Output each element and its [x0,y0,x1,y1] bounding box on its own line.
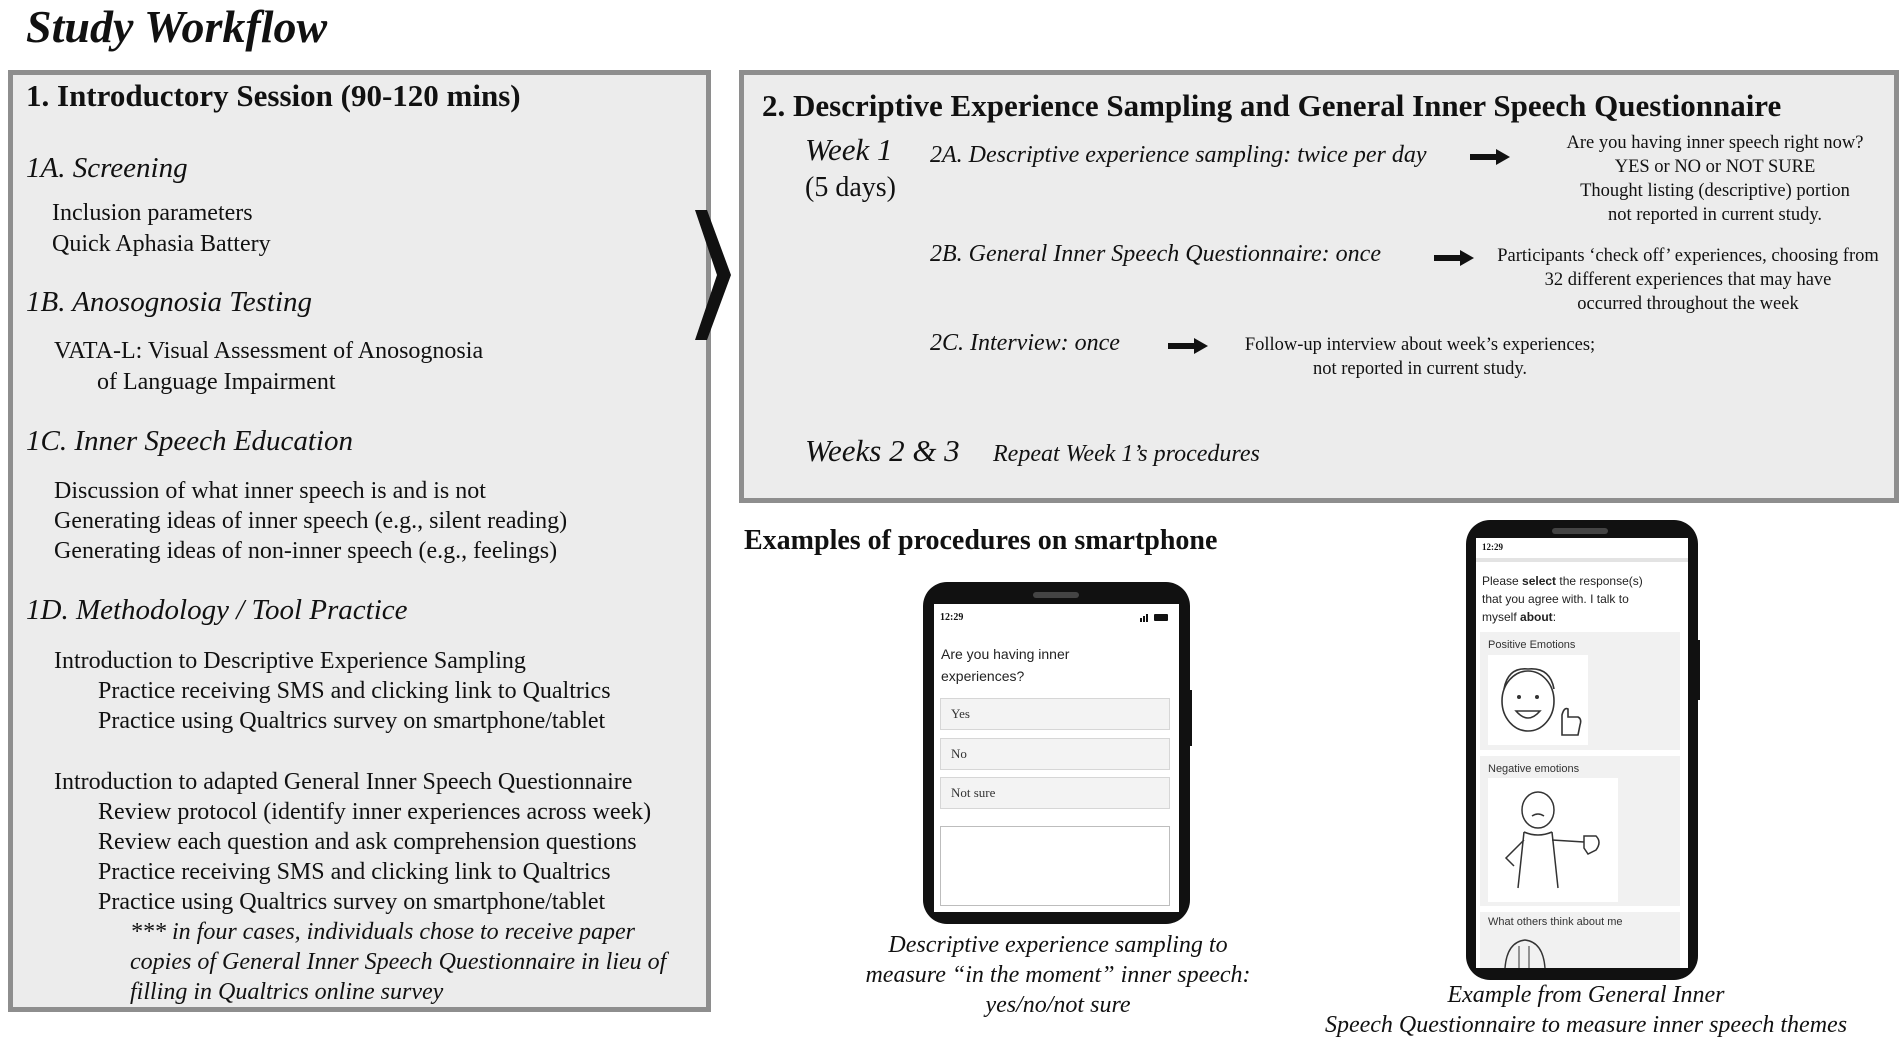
des-intro: Introduction to Descriptive Experience S… [54,648,526,674]
page-title: Study Workflow [26,1,328,52]
prompt-text: : [1552,610,1557,624]
introductory-session-title: 1. Introductory Session (90-120 mins) [26,78,521,113]
chevron-right-icon [695,210,731,340]
signal-battery-icon [1140,614,1168,622]
question-line: Are you having inner [941,646,1070,662]
option-not-sure[interactable]: Not sure [940,777,1170,809]
status-time: 12:29 [940,612,964,623]
thought-figure-icon [1504,939,1546,968]
progress-bar [1476,558,1688,562]
category-label: Negative emotions [1488,763,1580,775]
gisq-practice-item: Review protocol (identify inner experien… [98,799,652,825]
education-item: Generating ideas of non-inner speech (e.… [54,538,558,564]
weeks-2-3-label: Weeks 2 & 3 [805,433,960,468]
category-label: What others think about me [1488,916,1623,928]
education-item: Discussion of what inner speech is and i… [54,478,486,504]
screening-item: Quick Aphasia Battery [52,231,271,257]
prompt-text: myself [1482,610,1521,624]
des-question: Are you having inner experiences? [941,643,1069,687]
outcome-line: Are you having inner speech right now? [1566,133,1864,153]
outcome-line: 32 different experiences that may have [1544,270,1832,290]
step-2a: 2A. Descriptive experience sampling: twi… [930,142,1427,168]
phone-1-caption: Descriptive experience sampling to measu… [818,930,1298,1020]
arrow-right-icon [1434,250,1474,266]
prompt-line: Please select the response(s) [1482,572,1682,590]
weeks-2-3-text: Repeat Week 1’s procedures [993,441,1260,467]
outcome-line: Follow-up interview about week’s experie… [1244,335,1596,355]
education-item: Generating ideas of inner speech (e.g., … [54,508,568,534]
education-heading: 1C. Inner Speech Education [26,425,353,457]
examples-title: Examples of procedures on smartphone [744,525,1218,556]
week-1-days: (5 days) [805,172,896,203]
gisq-practice-item: Practice using Qualtrics survey on smart… [98,889,606,915]
text-area[interactable] [940,826,1170,906]
category-card[interactable] [1480,912,1680,968]
prompt-bold: select [1522,574,1557,588]
caption-line: Descriptive experience sampling to [888,932,1228,958]
screening-heading: 1A. Screening [26,152,188,184]
vata-l-line: VATA-L: Visual Assessment of Anosognosia [54,338,484,364]
option-no[interactable]: No [940,738,1170,770]
outcome-line: YES or NO or NOT SURE [1614,157,1816,177]
des-practice-item: Practice receiving SMS and clicking link… [98,678,611,704]
outcome-line: not reported in current study. [1312,359,1528,379]
screening-item: Inclusion parameters [52,200,253,226]
outcome-line: not reported in current study. [1607,205,1823,225]
caption-line: yes/no/not sure [985,992,1131,1018]
gisq-intro: Introduction to adapted General Inner Sp… [54,769,633,795]
status-time: 12:29 [1482,542,1503,552]
anosognosia-heading: 1B. Anosognosia Testing [26,286,313,318]
vata-l-line: of Language Impairment [97,369,336,395]
phone-speaker [1033,592,1079,598]
arrow-right-icon [1168,338,1208,354]
category-label: Positive Emotions [1488,639,1576,651]
sampling-questionnaire-panel [739,70,1899,503]
phone-side-button [1696,640,1700,700]
outcome-line: Thought listing (descriptive) portion [1580,181,1850,201]
methodology-heading: 1D. Methodology / Tool Practice [26,594,408,626]
phone-side-button [1188,690,1192,746]
caption-line: Speech Questionnaire to measure inner sp… [1324,1012,1848,1038]
sad-figure-thumbs-down-icon [1488,778,1618,902]
prompt-line: that you agree with. I talk to [1482,592,1629,606]
step-2b: 2B. General Inner Speech Questionnaire: … [930,241,1381,267]
phone-2-caption: Example from General Inner Speech Questi… [1296,980,1876,1040]
paper-copies-note: *** in four cases, individuals chose to … [130,919,636,945]
arrow-right-icon [1470,149,1510,165]
step-2c: 2C. Interview: once [930,330,1120,356]
paper-copies-note: filling in Qualtrics online survey [130,979,444,1005]
des-practice-item: Practice using Qualtrics survey on smart… [98,708,606,734]
prompt-text: the response(s) [1556,574,1643,588]
question-line: experiences? [941,668,1025,684]
week-1-label: Week 1 [805,132,893,167]
gisq-practice-item: Practice receiving SMS and clicking link… [98,859,611,885]
step-2a-outcome: Are you having inner speech right now? Y… [1520,131,1902,227]
gisq-practice-item: Review each question and ask comprehensi… [98,829,637,855]
prompt-text: Please [1482,574,1523,588]
sampling-questionnaire-title: 2. Descriptive Experience Sampling and G… [762,88,1782,123]
smiling-face-thumbs-up-icon [1488,655,1588,745]
paper-copies-note: copies of General Inner Speech Questionn… [130,949,667,975]
step-2c-outcome: Follow-up interview about week’s experie… [1220,333,1620,381]
caption-line: Example from General Inner [1447,982,1725,1008]
outcome-line: occurred throughout the week [1577,294,1799,314]
outcome-line: Participants ‘check off’ experiences, ch… [1497,246,1879,266]
caption-line: measure “in the moment” inner speech: [865,962,1251,988]
gisq-prompt: Please select the response(s) that you a… [1482,572,1682,626]
introductory-session-panel [8,70,711,1012]
prompt-bold: about [1520,610,1553,624]
prompt-line: myself about: [1482,608,1682,626]
step-2b-outcome: Participants ‘check off’ experiences, ch… [1478,244,1898,316]
phone-speaker [1552,528,1608,534]
option-yes[interactable]: Yes [940,698,1170,730]
